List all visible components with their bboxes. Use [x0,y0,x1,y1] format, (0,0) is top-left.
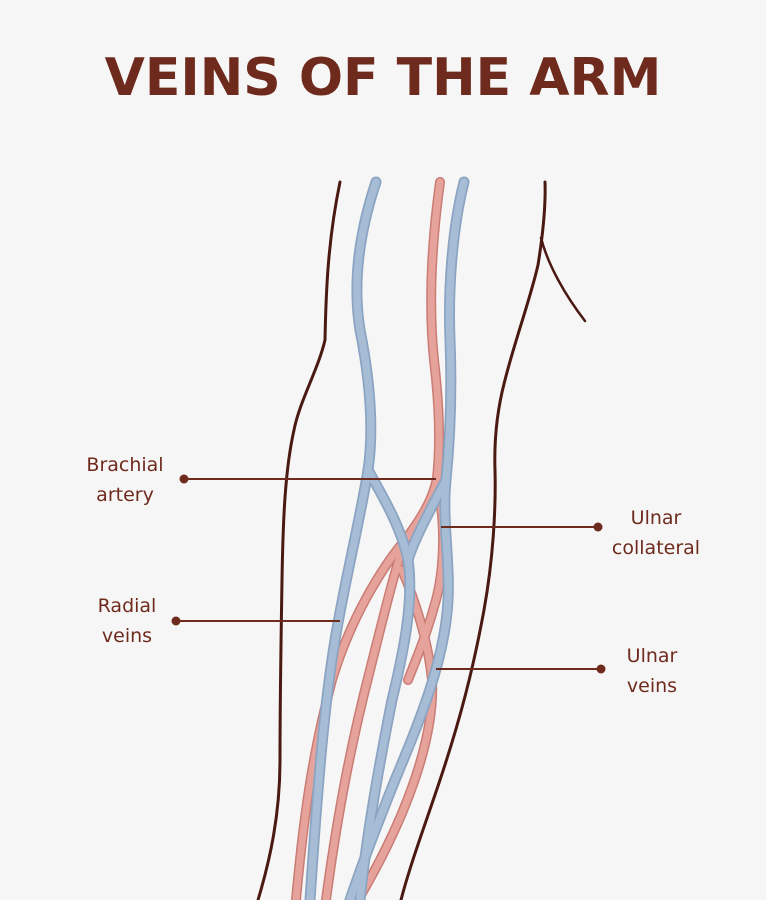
label-brachial-artery: Brachial artery [76,450,174,510]
arm-outline-right [399,180,547,900]
label-ulnar-collateral: Ulnar collateral [600,503,712,563]
leader-radial-veins [171,616,340,626]
label-ulnar-collateral-line1: Ulnar [630,507,682,529]
arm-outline [256,180,587,900]
leader-lines [171,474,606,674]
label-brachial-artery-line1: Brachial [86,454,164,476]
arm-outline-left [256,180,342,900]
label-radial-veins-line2: veins [101,625,153,647]
label-ulnar-veins-line1: Ulnar [626,645,678,667]
label-brachial-artery-line2: artery [96,484,154,506]
label-ulnar-veins-line2: veins [626,675,678,697]
label-ulnar-collateral-line2: collateral [611,537,701,559]
leader-ulnar-collateral [441,522,603,532]
page-title: VEINS OF THE ARM [104,48,662,108]
leader-ulnar-veins [436,664,606,674]
label-radial-veins-line1: Radial [97,595,157,617]
label-ulnar-veins: Ulnar veins [610,641,694,701]
leader-brachial-artery [179,474,436,484]
arm-outline-elbow-crease [539,236,587,323]
label-radial-veins: Radial veins [84,591,170,651]
veins [304,176,470,900]
